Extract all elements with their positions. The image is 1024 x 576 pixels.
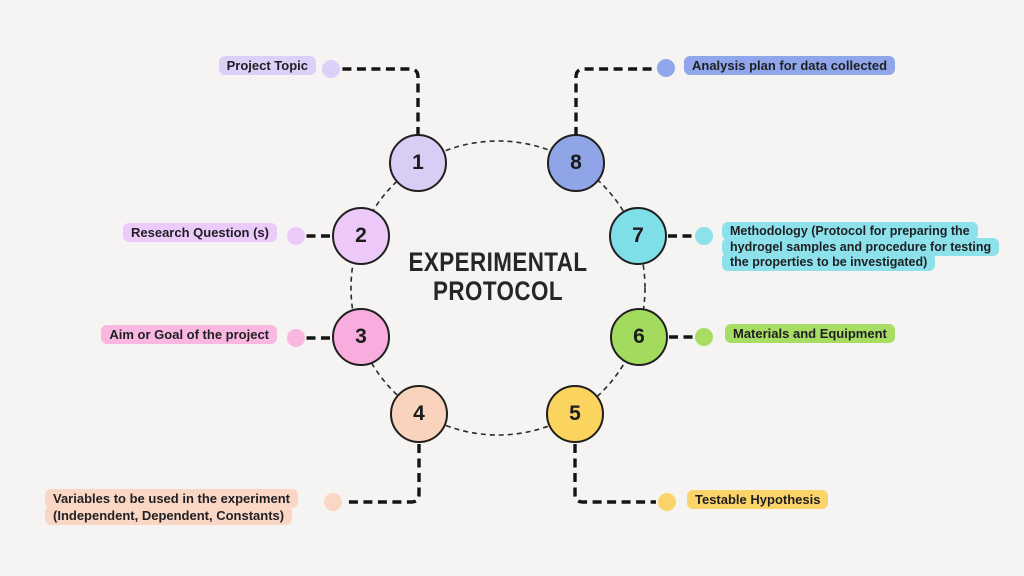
dashed-ring [350, 140, 646, 436]
connector-step-4 [344, 444, 421, 504]
step-label-4-text: Variables to be used in the experiment (… [45, 489, 298, 525]
step-circle-7: 7 [609, 207, 667, 265]
diagram-title: EXPERIMENTAL PROTOCOL [408, 247, 588, 306]
step-label-3: Aim or Goal of the project [101, 325, 277, 344]
connector-lines [306, 67, 694, 504]
step-label-2: Research Question (s) [123, 223, 277, 242]
step-label-3-text: Aim or Goal of the project [101, 325, 277, 344]
step-circle-4: 4 [390, 385, 448, 443]
step-circle-1: 1 [389, 134, 447, 192]
step-circle-5: 5 [546, 385, 604, 443]
connector-step-1 [342, 67, 420, 136]
connector-dot-4 [324, 493, 342, 511]
step-circle-2: 2 [332, 207, 390, 265]
step-label-1: Project Topic [218, 56, 316, 75]
step-label-5-text: Testable Hypothesis [687, 490, 829, 509]
step-label-8-text: Analysis plan for data collected [684, 56, 896, 75]
step-label-1-text: Project Topic [218, 56, 316, 75]
connector-dot-8 [657, 59, 675, 77]
connector-dot-3 [287, 329, 305, 347]
step-label-6-text: Materials and Equipment [725, 324, 895, 343]
step-label-7: Methodology (Protocol for preparing the … [722, 222, 1000, 271]
connector-dot-6 [695, 328, 713, 346]
step-label-8: Analysis plan for data collected [684, 56, 896, 75]
connector-dot-1 [322, 60, 340, 78]
connector-dot-2 [287, 227, 305, 245]
step-circle-8: 8 [547, 134, 605, 192]
connector-step-8 [574, 67, 655, 136]
step-label-6: Materials and Equipment [725, 324, 895, 343]
step-label-5: Testable Hypothesis [687, 490, 829, 509]
connector-step-5 [573, 444, 656, 504]
step-circle-6: 6 [610, 308, 668, 366]
connector-dot-5 [658, 493, 676, 511]
step-circle-3: 3 [332, 308, 390, 366]
connector-dot-7 [695, 227, 713, 245]
step-label-7-text: Methodology (Protocol for preparing the … [722, 222, 1000, 271]
step-label-4: Variables to be used in the experiment (… [45, 489, 298, 525]
step-label-2-text: Research Question (s) [123, 223, 277, 242]
